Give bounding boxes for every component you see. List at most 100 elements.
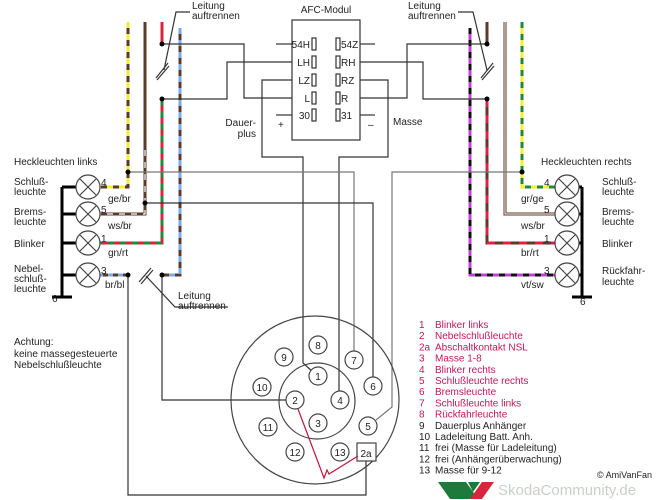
- svg-text:auftrennen: auftrennen: [408, 11, 456, 22]
- svg-text:3: 3: [544, 266, 550, 277]
- svg-text:4: 4: [544, 178, 550, 189]
- afc-title: AFC-Modul: [301, 5, 352, 16]
- svg-text:9: 9: [281, 353, 287, 364]
- svg-text:Brems-: Brems-: [14, 207, 46, 218]
- legend-text: Masse für 9-12: [435, 466, 502, 477]
- afc-connections: [127, 43, 522, 496]
- svg-text:6: 6: [580, 297, 586, 308]
- svg-text:4: 4: [337, 396, 343, 407]
- watermark-author: © AmiVanFan: [597, 470, 652, 480]
- svg-text:leuchte: leuchte: [14, 284, 47, 295]
- svg-text:11: 11: [263, 423, 274, 434]
- svg-text:2a: 2a: [360, 449, 372, 460]
- afc-module-box: [291, 19, 361, 141]
- lamp-icon: [75, 262, 101, 288]
- wire-right-vt-sw: [468, 28, 555, 277]
- right-wire-codes: gr/ge ws/br br/rt vt/sw: [520, 194, 546, 291]
- legend-number: 13: [419, 466, 431, 477]
- warning-note: Achtung: keine massegesteuerte Nebelschl…: [14, 337, 118, 371]
- svg-text:LZ: LZ: [298, 76, 310, 87]
- legend-number: 6: [419, 387, 425, 398]
- svg-text:L: L: [304, 94, 310, 105]
- svg-text:13: 13: [334, 448, 346, 459]
- dauerplus-label-line2: plus: [238, 129, 256, 140]
- legend-text: Bremsleuchte: [435, 387, 497, 398]
- legend-number: 11: [419, 443, 430, 454]
- svg-text:10: 10: [256, 383, 268, 394]
- svg-text:12: 12: [289, 448, 301, 459]
- masse-label: Masse: [393, 117, 423, 128]
- svg-text:LH: LH: [297, 58, 310, 69]
- legend-text: Abschaltkontakt NSL: [435, 342, 528, 353]
- svg-text:R: R: [341, 94, 348, 105]
- svg-text:5: 5: [365, 422, 371, 433]
- svg-text:leuchte: leuchte: [14, 187, 47, 198]
- minus-sign: –: [368, 120, 374, 131]
- svg-text:leuchte: leuchte: [602, 187, 635, 198]
- legend-text: Ladeleitung Batt. Anh.: [435, 432, 533, 443]
- svg-text:3: 3: [101, 266, 107, 277]
- afc-pin-slots: [311, 37, 341, 122]
- svg-text:keine massegesteuerte: keine massegesteuerte: [14, 349, 118, 360]
- afc-left-pin-labels: 54H LH LZ L 30: [292, 40, 311, 122]
- svg-text:RH: RH: [341, 58, 355, 69]
- svg-text:6: 6: [370, 382, 376, 393]
- legend-text: Blinker links: [435, 320, 488, 331]
- right-lamp-pins: 4 5 1 3 6: [544, 178, 586, 308]
- plus-sign: +: [278, 120, 284, 131]
- svg-text:leuchte: leuchte: [602, 277, 635, 288]
- svg-text:1: 1: [101, 234, 107, 245]
- svg-text:Brems-: Brems-: [602, 207, 634, 218]
- svg-text:schluß-: schluß-: [14, 274, 47, 285]
- afc-right-pin-labels: 54Z RH RZ R 31: [341, 40, 358, 122]
- svg-text:6: 6: [52, 294, 58, 305]
- right-lights-title: Heckleuchten rechts: [541, 157, 632, 168]
- svg-text:Schluß-: Schluß-: [14, 177, 48, 188]
- svg-text:3: 3: [315, 419, 321, 430]
- svg-text:1: 1: [315, 372, 321, 383]
- lamp-icon: [554, 230, 580, 256]
- svg-text:gn/rt: gn/rt: [108, 248, 128, 259]
- watermark-site: SkodaCommunity.de: [498, 482, 636, 499]
- svg-text:leuchte: leuchte: [602, 217, 635, 228]
- legend-text: Blinker rechts: [435, 365, 496, 376]
- svg-text:Leitung: Leitung: [408, 1, 441, 12]
- junction-dots: [125, 41, 525, 278]
- svg-text:54H: 54H: [292, 40, 310, 51]
- legend-number: 12: [419, 454, 431, 465]
- legend-number: 2a: [419, 342, 431, 353]
- lamp-icon: [554, 262, 580, 288]
- svg-text:leuchte: leuchte: [14, 217, 47, 228]
- svg-text:Leitung: Leitung: [178, 291, 211, 302]
- svg-text:Rückfahr-: Rückfahr-: [602, 266, 645, 277]
- cut-markers: [138, 11, 495, 308]
- svg-text:br/rt: br/rt: [521, 248, 539, 259]
- svg-text:Nebelschlußleuchte: Nebelschlußleuchte: [14, 360, 102, 371]
- svg-text:auftrennen: auftrennen: [192, 11, 240, 22]
- svg-text:8: 8: [315, 341, 321, 352]
- legend-text: Nebelschlußleuchte: [435, 331, 523, 342]
- svg-text:Achtung:: Achtung:: [14, 337, 53, 348]
- left-lamp-labels: Schluß-leuchte Brems-leuchte Blinker Neb…: [14, 177, 48, 295]
- svg-text:5: 5: [544, 205, 550, 216]
- legend-text: Schlußleuchte rechts: [435, 376, 528, 387]
- lamp-icon: [75, 230, 101, 256]
- legend-number: 10: [419, 432, 431, 443]
- svg-text:auftrennen: auftrennen: [178, 301, 226, 312]
- legend-number: 5: [419, 376, 425, 387]
- svg-text:RZ: RZ: [341, 76, 354, 87]
- socket-pin-numbers: 1 2 3 4 5 6 7 8 9 10 11 12 13 2a: [256, 341, 376, 460]
- svg-text:Leitung: Leitung: [192, 1, 225, 12]
- svg-text:Nebel-: Nebel-: [14, 264, 43, 275]
- legend-text: frei (Anhängerüberwachung): [435, 454, 562, 465]
- dauerplus-label: Dauer-: [225, 118, 256, 129]
- svg-text:30: 30: [299, 111, 311, 122]
- svg-text:ws/br: ws/br: [520, 221, 546, 232]
- legend-text: Schlußleuchte links: [435, 398, 521, 409]
- lamp-icon: [75, 174, 101, 200]
